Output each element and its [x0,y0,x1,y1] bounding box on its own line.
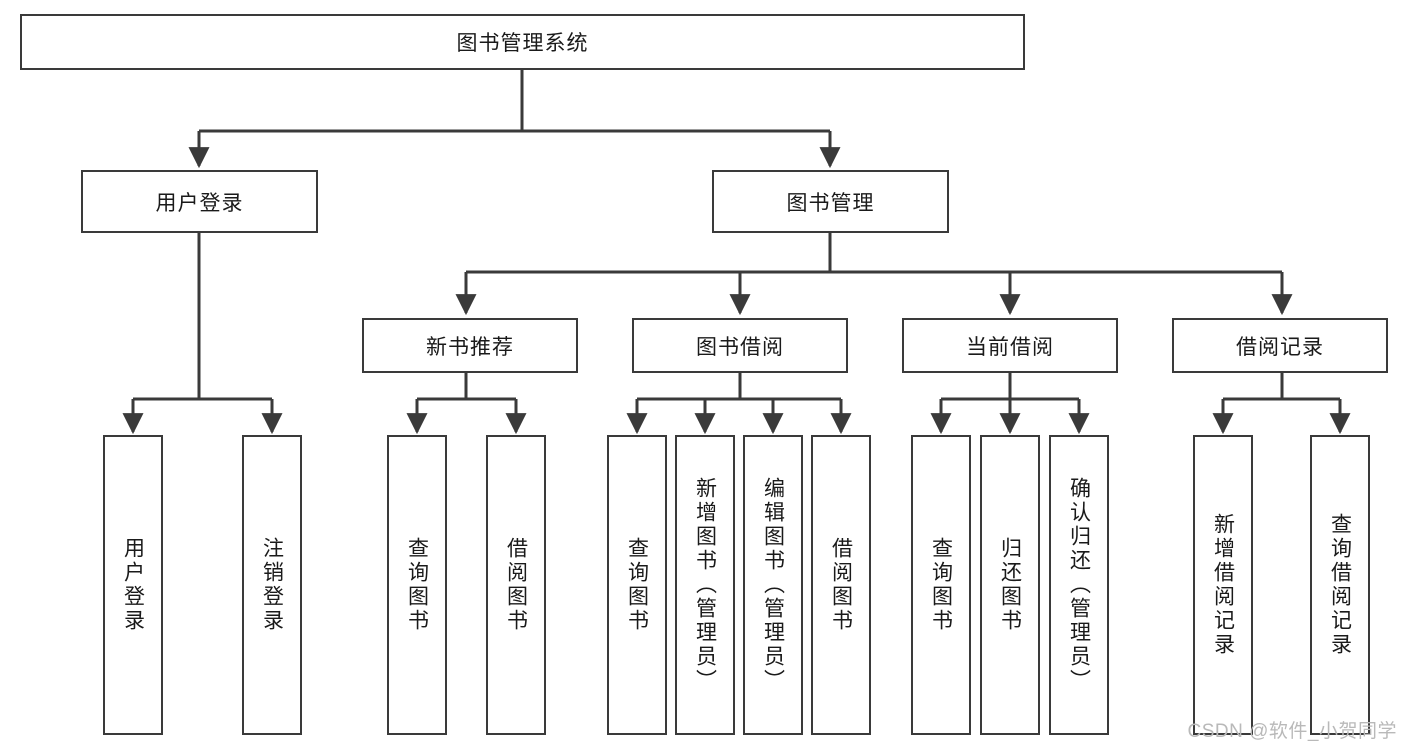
leaf-return-book[interactable]: 归还图书 [980,435,1040,735]
leaf-user-login[interactable]: 用户登录 [103,435,163,735]
node-label: 新增借阅记录 [1211,513,1235,657]
node-book-borrow[interactable]: 图书借阅 [632,318,848,373]
leaf-query-book-recommend[interactable]: 查询图书 [387,435,447,735]
node-label: 当前借阅 [966,335,1054,359]
leaf-query-borrow-record[interactable]: 查询借阅记录 [1310,435,1370,735]
node-label: 查询图书 [625,537,649,633]
node-label: 借阅图书 [504,537,528,633]
node-current-borrow[interactable]: 当前借阅 [902,318,1118,373]
node-borrow-records[interactable]: 借阅记录 [1172,318,1388,373]
node-label: 查询图书 [405,537,429,633]
leaf-edit-book-admin[interactable]: 编辑图书（管理员） [743,435,803,735]
leaf-confirm-return-admin[interactable]: 确认归还（管理员） [1049,435,1109,735]
leaf-query-book-borrow[interactable]: 查询图书 [607,435,667,735]
node-label: 用户登录 [155,191,244,215]
node-root-book-management-system[interactable]: 图书管理系统 [20,14,1025,70]
node-label: 归还图书 [998,537,1022,633]
node-label: 编辑图书（管理员） [761,477,785,693]
node-label: 注销登录 [260,537,284,633]
node-label: 查询图书 [929,537,953,633]
node-label: 查询借阅记录 [1328,513,1352,657]
node-new-book-recommend[interactable]: 新书推荐 [362,318,578,373]
node-label: 图书管理系统 [456,32,589,55]
node-label: 确认归还（管理员） [1067,477,1091,693]
node-book-management[interactable]: 图书管理 [712,170,949,233]
leaf-add-borrow-record[interactable]: 新增借阅记录 [1193,435,1253,735]
node-label: 用户登录 [121,537,145,633]
watermark-text: CSDN @软件_小贺同学 [1187,721,1397,742]
node-label: 图书管理 [786,191,875,215]
leaf-query-book-current[interactable]: 查询图书 [911,435,971,735]
node-user-login[interactable]: 用户登录 [81,170,318,233]
leaf-logout[interactable]: 注销登录 [242,435,302,735]
node-label: 借阅图书 [829,537,853,633]
leaf-add-book-admin[interactable]: 新增图书（管理员） [675,435,735,735]
leaf-borrow-book[interactable]: 借阅图书 [811,435,871,735]
node-label: 新增图书（管理员） [693,477,717,693]
leaf-borrow-book-recommend[interactable]: 借阅图书 [486,435,546,735]
node-label: 图书借阅 [696,335,784,359]
node-label: 借阅记录 [1236,335,1324,359]
node-label: 新书推荐 [426,335,514,359]
